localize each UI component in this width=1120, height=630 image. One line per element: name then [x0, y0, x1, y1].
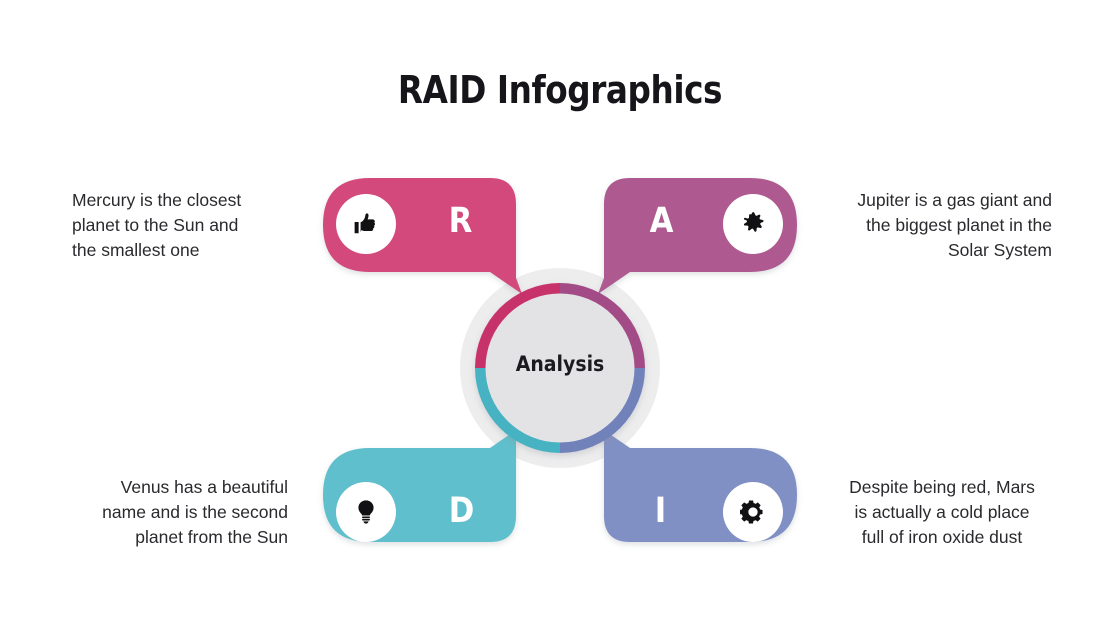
pill-letter-a: A [649, 201, 674, 241]
caption-d: Venus has a beautiful name and is the se… [102, 477, 288, 547]
icon-bubble-r[interactable] [336, 194, 396, 254]
gear-icon [740, 499, 766, 525]
splat-star-icon [740, 211, 766, 237]
icon-bubble-a[interactable] [723, 194, 783, 254]
caption-a: Jupiter is a gas giant and the biggest p… [857, 190, 1052, 260]
page-title: RAID Infographics [397, 68, 723, 112]
caption-i: Despite being red, Mars is actually a co… [849, 477, 1035, 547]
lightbulb-icon [353, 499, 379, 525]
caption-r: Mercury is the closest planet to the Sun… [72, 190, 242, 260]
pill-letter-d: D [448, 491, 475, 531]
pill-letter-r: R [448, 201, 473, 241]
ring-segment-a [560, 283, 645, 368]
ring-segment-i [560, 368, 645, 453]
ring-segment-d [475, 368, 560, 453]
center-disc [485, 293, 635, 443]
center-label: Analysis [515, 352, 605, 376]
pill-letter-i: I [654, 491, 667, 531]
icon-bubble-d[interactable] [336, 482, 396, 542]
center-ring [475, 283, 645, 453]
ring-segment-r [475, 283, 560, 368]
icon-bubble-i[interactable] [723, 482, 783, 542]
thumbs-up-icon [353, 211, 379, 237]
